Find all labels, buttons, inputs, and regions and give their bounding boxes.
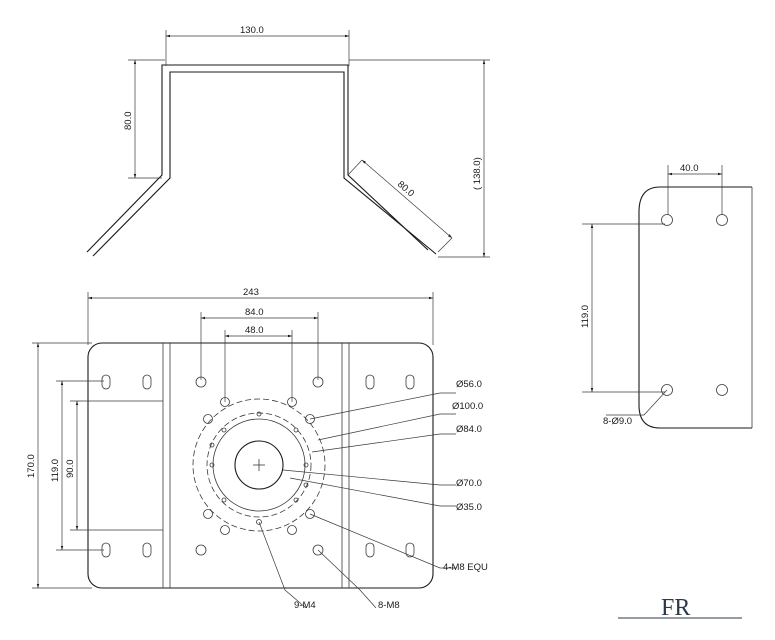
top-view: 130.0 80.0 80.0 ( 138.0) bbox=[86, 25, 490, 258]
inner-119-label: 119.0 bbox=[50, 459, 61, 482]
brand-logo: FR bbox=[618, 595, 742, 621]
total-height-label: ( 138.0) bbox=[472, 157, 483, 190]
leader-lines bbox=[258, 392, 456, 609]
callout-m8-equ: 4-M8 EQU bbox=[443, 562, 488, 573]
callout-d70: Ø70.0 bbox=[456, 478, 482, 489]
spacing-48-label: 48.0 bbox=[245, 325, 264, 336]
width-130-label: 130.0 bbox=[240, 25, 264, 36]
side-view: 40.0 119.0 8-Ø9.0 bbox=[580, 163, 753, 429]
slot-holes bbox=[101, 374, 415, 558]
pcd-70-circle bbox=[212, 418, 306, 512]
label-8-m8: 8-M8 bbox=[378, 600, 400, 611]
arm-80-label: 80.0 bbox=[395, 179, 416, 199]
pcd-84-circle bbox=[206, 412, 312, 518]
spacing-84-label: 84.0 bbox=[245, 307, 264, 318]
mount-holes bbox=[195, 376, 324, 556]
side-height-label: 119.0 bbox=[580, 305, 591, 328]
side-plate-outline bbox=[638, 186, 752, 429]
callout-d35: Ø35.0 bbox=[456, 502, 482, 513]
bracket-profile-outer bbox=[86, 64, 429, 253]
center-bore bbox=[234, 440, 284, 490]
pcd-100-circle bbox=[192, 398, 326, 532]
callout-d84: Ø84.0 bbox=[456, 424, 482, 435]
height-170-label: 170.0 bbox=[26, 454, 37, 478]
side-width-label: 40.0 bbox=[680, 163, 699, 174]
plate-view: 243 84.0 48.0 170.0 119.0 90.0 bbox=[26, 287, 488, 611]
plate-outline bbox=[87, 342, 434, 589]
height-80-label: 80.0 bbox=[123, 112, 134, 131]
callout-d100: Ø100.0 bbox=[452, 401, 483, 412]
width-243-label: 243 bbox=[243, 287, 259, 298]
center-pattern bbox=[192, 397, 326, 535]
hole-callout: 8-Ø9.0 bbox=[603, 416, 632, 427]
bracket-profile-inner bbox=[92, 71, 437, 257]
logo-text: FR bbox=[661, 595, 690, 621]
callout-d56: Ø56.0 bbox=[456, 379, 482, 390]
inner-90-label: 90.0 bbox=[65, 460, 76, 479]
label-9-m4: 9-M4 bbox=[294, 600, 316, 611]
